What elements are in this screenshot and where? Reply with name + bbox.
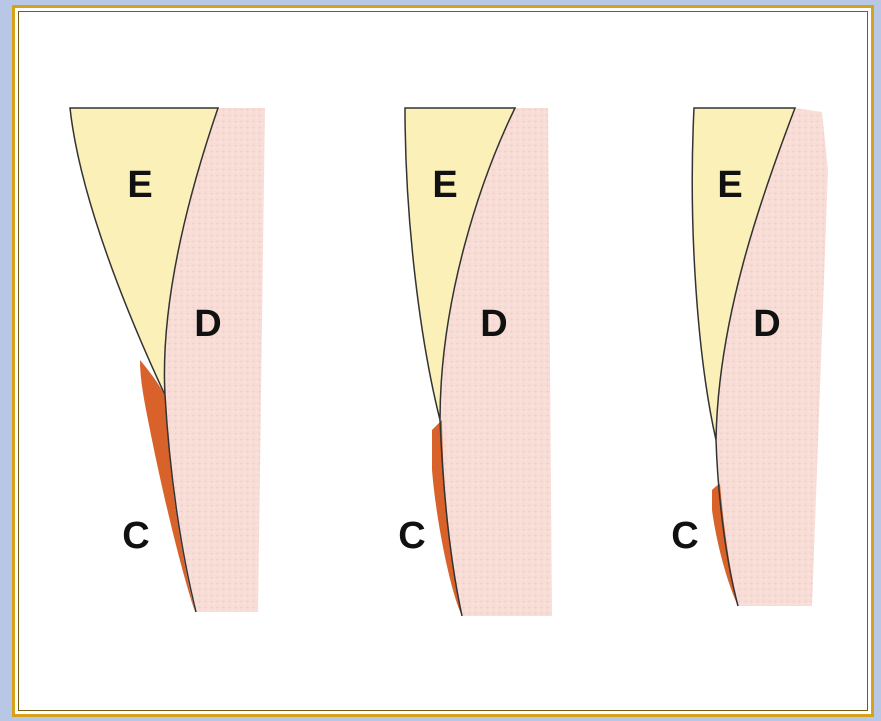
enamel-label: E: [432, 164, 457, 206]
panel-1: E D C: [70, 108, 265, 612]
dentin-label: D: [753, 303, 780, 345]
cementum-label: C: [122, 515, 149, 557]
enamel-label: E: [717, 164, 742, 206]
cementum-label: C: [671, 515, 698, 557]
dentin-label: D: [194, 303, 221, 345]
cementum-label: C: [398, 515, 425, 557]
panel-3: E D C: [671, 108, 828, 606]
panel-2: E D C: [398, 108, 552, 616]
enamel-label: E: [127, 164, 152, 206]
dentin-label: D: [480, 303, 507, 345]
